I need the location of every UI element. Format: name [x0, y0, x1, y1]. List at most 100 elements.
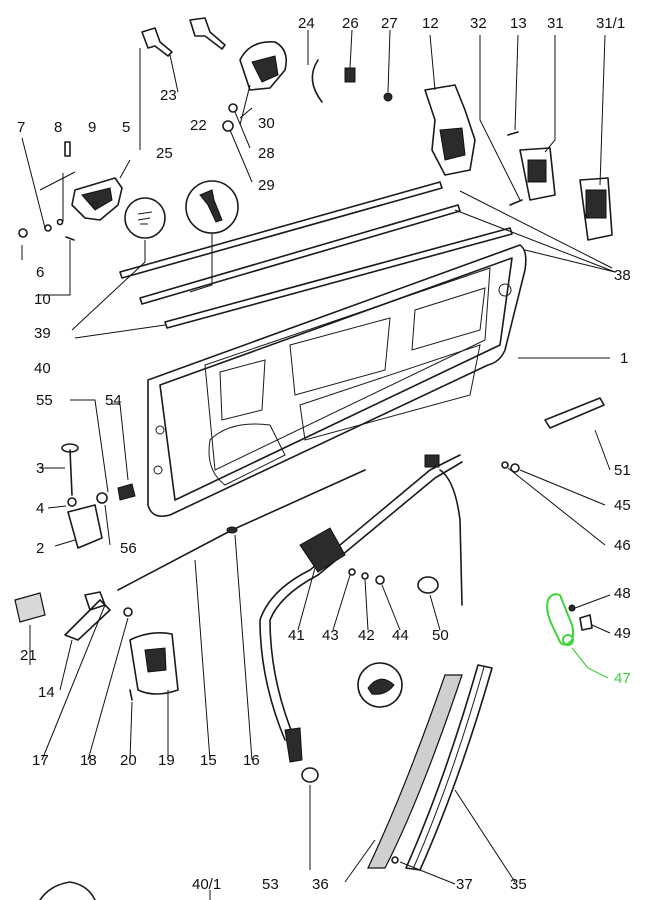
ring-8 [56, 218, 64, 226]
label-8: 8 [54, 119, 62, 136]
ring-4 [67, 497, 77, 507]
screw-44 [375, 575, 385, 585]
screw-20 [129, 689, 133, 701]
label-51: 51 [614, 462, 631, 479]
washer-42 [361, 572, 369, 580]
label-46: 46 [614, 537, 631, 554]
screw-46 [501, 461, 509, 469]
lock-cylinder [239, 41, 288, 91]
detail-circle-seal [124, 197, 166, 239]
label-45: 45 [614, 497, 631, 514]
hinge-plate-2 [67, 504, 103, 549]
bushing-53 [301, 767, 319, 783]
label-53: 53 [262, 876, 279, 893]
label-12: 12 [422, 15, 439, 32]
label-22: 22 [190, 117, 207, 134]
label-31: 31 [547, 15, 564, 32]
detail-circle-clip [185, 180, 239, 234]
screw-6 [18, 228, 28, 238]
detail-circle-bottom [39, 881, 96, 900]
label-39: 39 [34, 325, 51, 342]
label-29: 29 [258, 177, 275, 194]
label-6: 6 [36, 264, 44, 281]
door-shell [147, 244, 527, 518]
label-36: 36 [312, 876, 329, 893]
label-32: 32 [470, 15, 487, 32]
label-1: 1 [620, 350, 628, 367]
label-5: 5 [122, 119, 130, 136]
label-55: 55 [36, 392, 53, 409]
label-20: 20 [120, 752, 137, 769]
seal-ring-24 [311, 59, 323, 103]
screw-49 [579, 614, 593, 631]
label-21: 21 [20, 647, 37, 664]
part-labels: 24 26 27 12 32 13 31 31/1 23 22 30 25 28… [17, 15, 631, 893]
nut-27 [383, 92, 393, 102]
label-2: 2 [36, 540, 44, 557]
washer-43 [348, 568, 356, 576]
door-keys [141, 17, 226, 57]
label-48: 48 [614, 585, 631, 602]
label-54: 54 [105, 392, 122, 409]
washer-30 [228, 103, 238, 113]
label-10: 10 [34, 291, 51, 308]
screw-32 [509, 199, 523, 206]
label-7: 7 [17, 119, 25, 136]
label-49: 49 [614, 625, 631, 642]
handle-lever-14 [64, 599, 111, 641]
lock-button-21 [14, 592, 46, 623]
window-channel-strips [119, 181, 513, 329]
label-26: 26 [342, 15, 359, 32]
window-channel-35-inner [412, 666, 485, 870]
label-41: 41 [288, 627, 305, 644]
label-43: 43 [322, 627, 339, 644]
label-4: 4 [36, 500, 44, 517]
washer-56 [96, 492, 108, 504]
washer-7 [44, 224, 52, 232]
striker-31-1 [579, 177, 613, 241]
label-27: 27 [381, 15, 398, 32]
bushing-50 [417, 576, 439, 594]
lock-mechanism [424, 84, 476, 176]
label-44: 44 [392, 627, 409, 644]
pin-9 [64, 141, 71, 157]
label-23: 23 [160, 87, 177, 104]
screw-45 [510, 463, 520, 473]
label-3: 3 [36, 460, 44, 477]
clip-16 [226, 526, 238, 534]
seal-profile-detail [357, 662, 403, 708]
screw-13 [507, 131, 519, 136]
label-37: 37 [456, 876, 473, 893]
striker-31 [519, 147, 556, 201]
handle-bezel-19-inner [144, 647, 167, 673]
window-crank-47 [546, 593, 575, 646]
label-25: 25 [156, 145, 173, 162]
leader-lines [21, 29, 616, 900]
door-latch [71, 177, 123, 221]
label-16: 16 [243, 752, 260, 769]
handle-bezel-19 [129, 632, 179, 695]
label-47: 47 [614, 670, 631, 687]
label-19: 19 [158, 752, 175, 769]
label-13: 13 [510, 15, 527, 32]
label-28: 28 [258, 145, 275, 162]
screw-18 [123, 607, 133, 617]
label-24: 24 [298, 15, 315, 32]
label-35: 35 [510, 876, 527, 893]
washer-48 [568, 604, 576, 612]
screw-29 [222, 120, 234, 132]
clip-26 [344, 67, 356, 83]
label-42: 42 [358, 627, 375, 644]
label-40-1: 40/1 [192, 876, 221, 893]
label-9: 9 [88, 119, 96, 136]
bolt-3 [69, 449, 73, 496]
label-17: 17 [32, 752, 49, 769]
window-seal-36 [367, 674, 463, 869]
label-50: 50 [432, 627, 449, 644]
label-14: 14 [38, 684, 55, 701]
window-regulator [259, 454, 463, 763]
label-38: 38 [614, 267, 631, 284]
screw-37 [391, 856, 399, 864]
label-40: 40 [34, 360, 51, 377]
